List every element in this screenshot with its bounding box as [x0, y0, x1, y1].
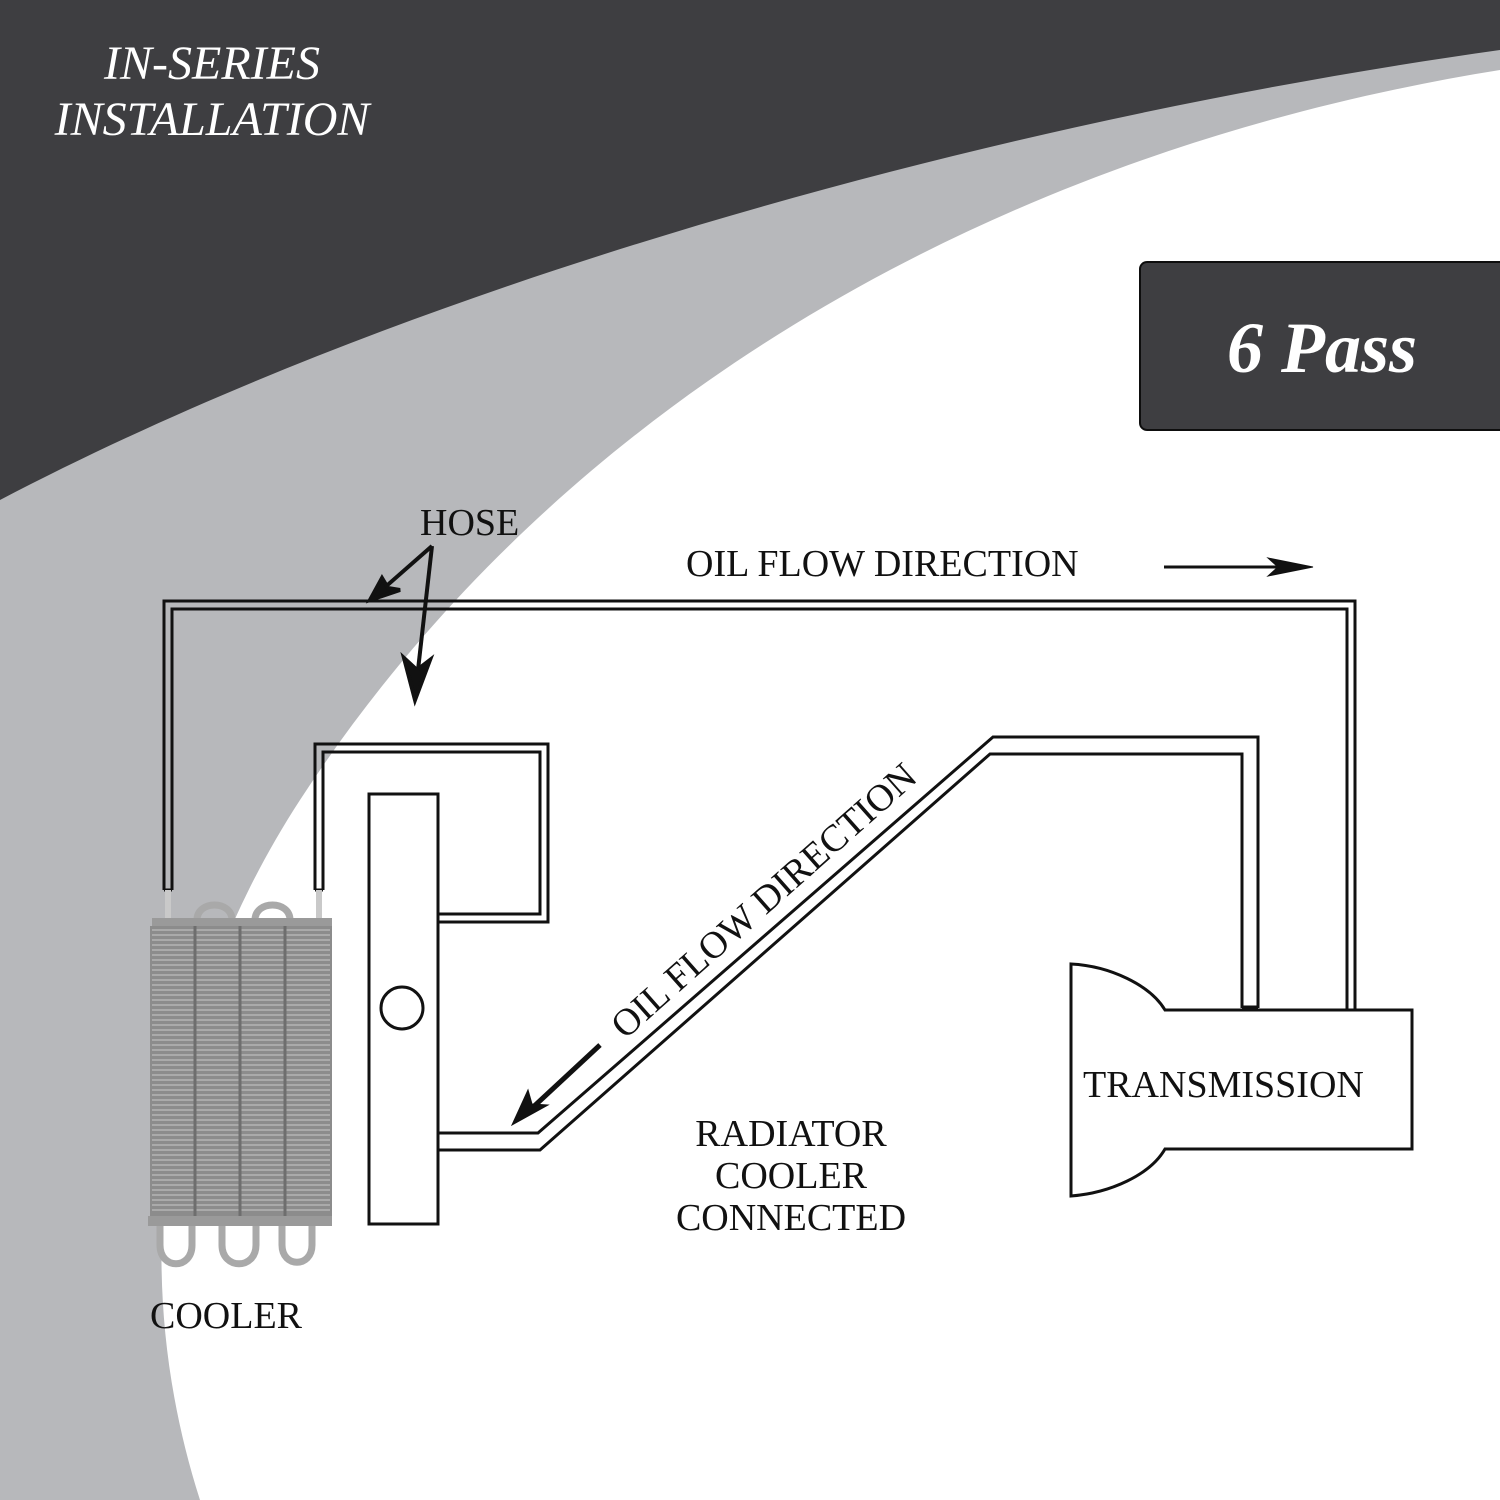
transmission-label: TRANSMISSION: [1083, 1064, 1364, 1106]
pass-count-label: 6 Pass: [1226, 308, 1418, 388]
cooler-illustration: [148, 890, 332, 1268]
arrow-down-left-icon: [510, 1088, 550, 1127]
hose-pointer-line-2: [416, 545, 434, 671]
hose-top-inner: [170, 607, 1349, 1010]
radiator-label-line-2: COOLER: [715, 1155, 867, 1197]
page-title: IN-SERIES INSTALLATION: [22, 36, 402, 148]
hose-diagonal-upper: [438, 735, 1260, 1135]
arrow-right-icon: [1266, 557, 1314, 577]
transmission-body: [1069, 962, 1414, 1198]
radiator-body: [367, 792, 440, 1226]
arrow-pointer-icon: [365, 573, 401, 604]
page-title-line-2: INSTALLATION: [54, 93, 370, 146]
pass-count-badge: 6 Pass: [1139, 261, 1500, 431]
oil-flow-diagonal-line: [528, 1043, 602, 1112]
hose-label: HOSE: [420, 502, 520, 544]
radiator-label-line-3: CONNECTED: [675, 1197, 907, 1239]
hose-radiator-inner: [321, 750, 542, 916]
oil-flow-top-label: OIL FLOW DIRECTION: [686, 543, 1079, 585]
hose-top-outer: [162, 599, 1357, 1010]
hose-radiator-outer: [313, 742, 550, 924]
dark-header-band: [0, 0, 1500, 500]
radiator-label: RADIATOR COOLER CONNECTED: [660, 1113, 922, 1239]
radiator-cap: [379, 985, 425, 1031]
radiator-label-line-1: RADIATOR: [695, 1113, 887, 1155]
cooler-label: COOLER: [150, 1295, 302, 1337]
arrow-pointer-icon: [400, 651, 435, 707]
page-title-line-1: IN-SERIES: [104, 37, 320, 90]
hose-diagonal-lower: [438, 752, 1244, 1152]
